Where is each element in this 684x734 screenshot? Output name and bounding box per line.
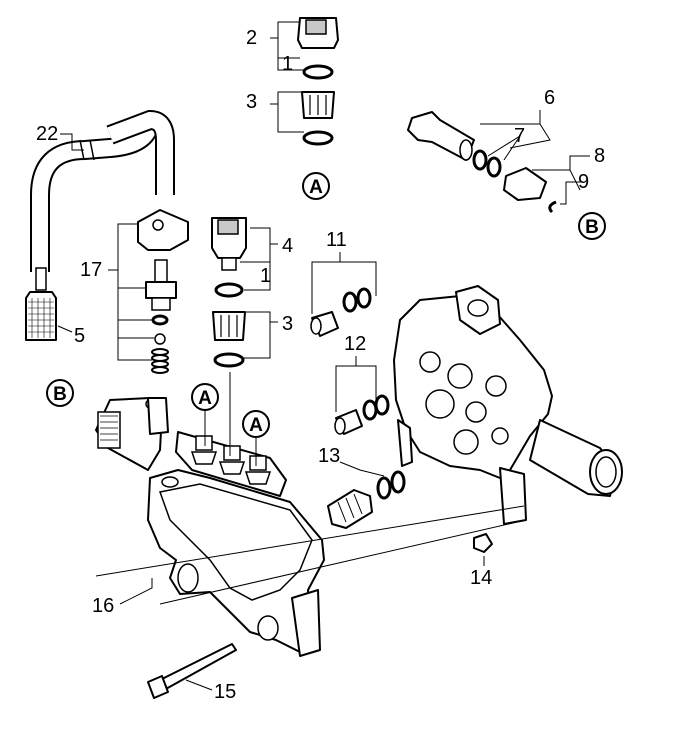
callout-1-mid: 1 [260,265,271,287]
valve-cap-mid [211,217,247,271]
o-ring-top-2 [302,130,334,146]
badge-a-right-label: A [249,415,263,436]
callout-15: 15 [214,681,236,703]
callout-5: 5 [74,325,85,347]
callout-4: 4 [282,235,293,257]
nipple-part [145,259,177,311]
bolt-part [147,643,237,699]
badge-a-right: A [242,410,270,466]
o-ring-top [302,64,334,80]
badge-b-right-label: B [585,217,599,238]
badge-a-left-label: A [198,388,212,409]
callout-17: 17 [80,259,102,281]
valve-plate-part [175,431,287,497]
assembly-lines [95,505,527,605]
badge-a-top: A [302,172,330,200]
callout-13: 13 [318,445,340,467]
o-ring-mid-2 [213,352,245,368]
clip-9 [548,200,557,214]
callout-14: 14 [470,567,492,589]
callout-11: 11 [326,229,347,251]
callout-6: 6 [544,87,555,109]
callout-1-top: 1 [282,53,293,75]
pump-housing-part [393,285,623,525]
badge-a-top-label: A [309,177,323,198]
leader-lines [57,21,590,691]
hose-part [30,109,175,272]
fitting-6-part [407,111,475,161]
callout-3-top: 3 [246,91,257,113]
valve-13-part [327,470,406,529]
valve-insert-top [301,91,335,119]
valve-11-part [310,287,372,337]
o-ring-mid [214,282,244,298]
callout-3-mid: 3 [282,313,293,335]
valve-insert-mid [212,311,246,341]
callout-7: 7 [514,125,525,147]
badge-b-right: B [578,212,606,240]
callout-labels: 2 1 3 4 1 3 5 6 7 8 9 11 12 13 14 15 16 … [36,27,605,703]
badge-b-left: B [46,379,74,407]
manifold-front-part [95,397,325,657]
o-ring-small [151,314,169,326]
fitting-8-part [503,167,547,201]
callout-2: 2 [246,27,257,49]
callout-12: 12 [344,333,366,355]
plug-14-part [473,533,493,553]
callout-22: 22 [36,123,58,145]
callout-9: 9 [578,171,589,193]
valve-bracket-part [137,209,189,251]
valve-cap-top [297,17,339,49]
filter-part [25,267,57,341]
spring-part [151,348,169,374]
callout-16: 16 [92,595,114,617]
badge-b-left-label: B [53,384,67,405]
badge-a-left: A [191,383,219,446]
o-rings-7 [472,149,502,178]
callout-8: 8 [594,145,605,167]
valve-12-part [334,394,390,435]
ball-part [154,333,166,345]
